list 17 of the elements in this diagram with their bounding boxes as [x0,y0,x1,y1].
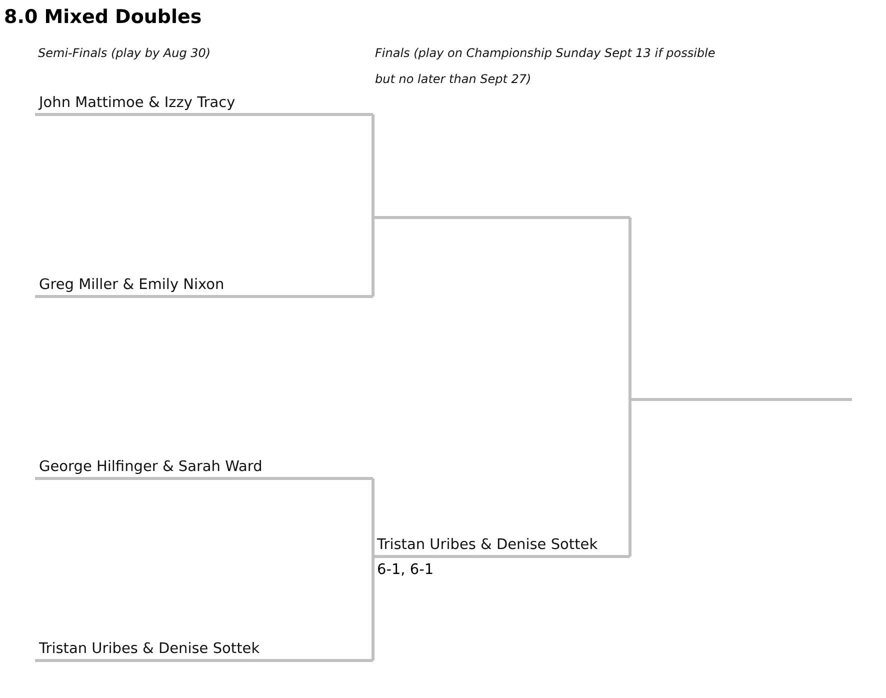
team-name: George Hilfinger & Sarah Ward [39,459,262,475]
title: 8.0 Mixed Doubles [4,6,202,28]
team-name: Greg Miller & Emily Nixon [39,277,224,293]
team-name: Tristan Uribes & Denise Sottek [39,641,260,657]
bracket-connector [628,400,632,556]
score: 6-1, 6-1 [377,562,434,578]
round-heading: Finals (play on Championship Sunday Sept 13 if possible but no later than Sept 27) [375,45,716,88]
bracket-connector [372,478,374,556]
bracket-connector [372,218,374,296]
round-heading: Semi-Finals (play by Aug 30) [38,45,212,62]
team-name: John Mattimoe & Izzy Tracy [39,95,236,111]
team-name: Tristan Uribes & Denise Sottek [377,537,598,553]
bracket-connector [372,556,374,660]
bracket-line [373,216,630,219]
bracket-connector [628,218,632,400]
bracket-line [630,398,852,401]
bracket-connector [372,114,374,218]
